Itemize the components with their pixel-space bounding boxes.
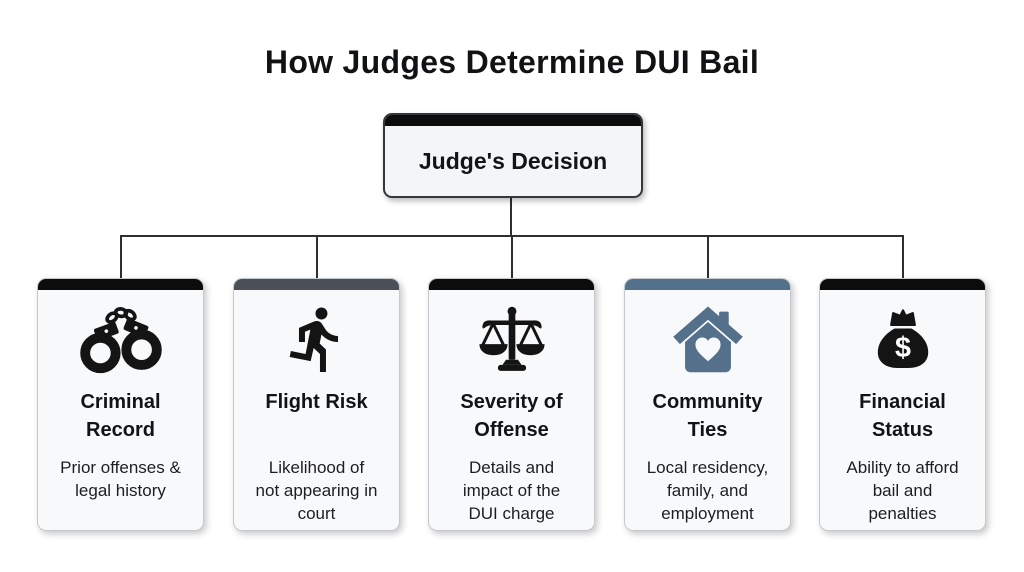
factor-card-flight-risk: Flight Risk Likelihood of not appearing …: [233, 278, 400, 531]
card-top-bar: [429, 279, 594, 290]
handcuffs-icon: [38, 296, 203, 382]
factor-title: Criminal Record: [80, 391, 161, 441]
factor-title: Severity of Offense: [460, 391, 563, 441]
running-person-icon: [234, 296, 399, 382]
card-top-bar: [234, 279, 399, 290]
connector-drop: [706, 236, 709, 280]
decision-node: Judge's Decision: [383, 113, 643, 198]
scales-of-justice-icon: [429, 296, 594, 382]
connector-drop: [315, 236, 318, 280]
factor-description: Details and impact of the DUI charge: [462, 458, 561, 523]
svg-text:$: $: [895, 332, 911, 364]
card-top-bar: [38, 279, 203, 290]
factor-card-criminal-record: Criminal Record Prior offenses & legal h…: [37, 278, 204, 531]
house-heart-icon: [625, 296, 790, 382]
money-bag-icon: $: [820, 296, 985, 382]
factor-card-community-ties: Community Ties Local residency, family, …: [624, 278, 791, 531]
page-title: How Judges Determine DUI Bail: [264, 44, 760, 80]
connector-drop: [510, 236, 513, 280]
factor-card-financial-status: $ Financial Status Ability to afford bai…: [819, 278, 986, 531]
decision-node-label: Judge's Decision: [418, 147, 608, 174]
connector-stem: [510, 196, 512, 237]
card-top-bar: [820, 279, 985, 290]
factor-description: Local residency, family, and employment: [646, 458, 769, 523]
factor-title: Community Ties: [652, 391, 763, 441]
connector-drop: [901, 236, 904, 280]
factor-description: Prior offenses & legal history: [60, 458, 181, 500]
card-top-bar: [625, 279, 790, 290]
decision-node-top-bar: [385, 115, 641, 126]
connector-drop: [119, 236, 122, 280]
factor-description: Likelihood of not appearing in court: [255, 458, 378, 523]
factor-title: Flight Risk: [265, 391, 368, 413]
factor-title: Financial Status: [859, 391, 946, 441]
factor-card-severity-of-offense: Severity of Offense Details and impact o…: [428, 278, 595, 531]
factor-description: Ability to afford bail and penalties: [846, 458, 959, 523]
